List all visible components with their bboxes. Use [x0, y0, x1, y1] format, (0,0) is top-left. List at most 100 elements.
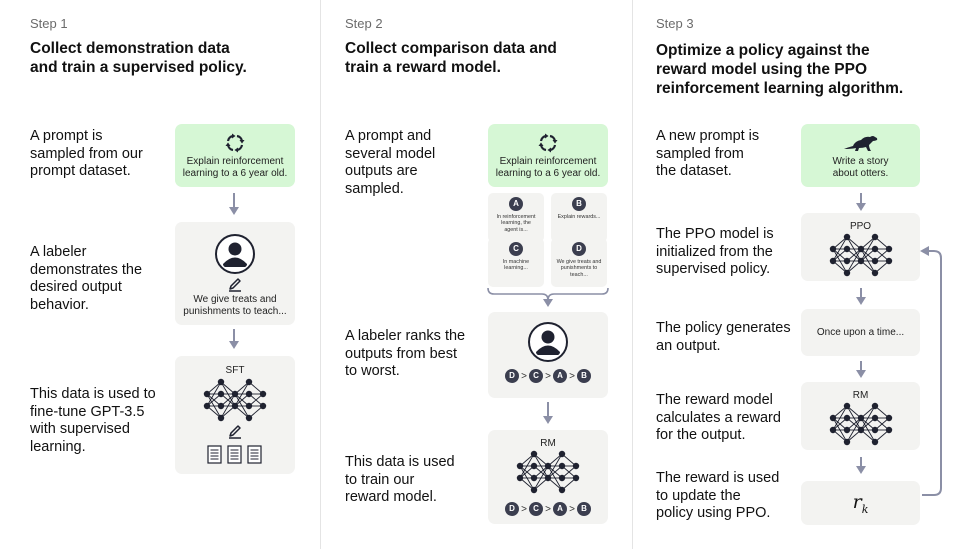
- documents-icon: [207, 445, 262, 464]
- step-1-title-line: and train a supervised policy.: [30, 59, 247, 76]
- step-2-desc-ranking: A labeler ranks the outputs from best to…: [345, 328, 465, 381]
- step-3-desc-update: The reward is used to update the policy …: [656, 470, 779, 523]
- step-3-output-box: Once upon a time...: [801, 309, 920, 356]
- arrow-head: [229, 341, 239, 349]
- output-card-c: C In machine learning...: [488, 238, 544, 287]
- desc-line: to train our: [345, 471, 415, 488]
- step-1-desc-labeler: A labeler demonstrates the desired outpu…: [30, 244, 142, 314]
- rank-item: C: [529, 502, 543, 516]
- rm-label: RM: [540, 438, 556, 449]
- person-icon: [528, 322, 568, 362]
- output-line: We give treats and: [556, 259, 602, 265]
- arrow: [860, 361, 862, 370]
- recycle-arrows-icon: [537, 132, 559, 154]
- desc-line: with supervised: [30, 421, 130, 437]
- feedback-loop-arrow: [920, 246, 942, 496]
- desc-line: A new prompt is: [656, 128, 760, 144]
- person-icon: [215, 234, 255, 274]
- desc-line: sampled from: [656, 145, 744, 162]
- pencil-icon: [228, 278, 242, 292]
- desc-line: several model: [345, 145, 436, 162]
- step-3-ppo-box: PPO: [801, 213, 920, 281]
- desc-line: to worst.: [345, 363, 400, 379]
- demo-line: We give treats and: [193, 294, 277, 305]
- desc-line: The reward is used: [656, 470, 780, 486]
- desc-line: desired output: [30, 279, 122, 295]
- step-1-sft-box: SFT: [175, 356, 295, 474]
- sft-label: SFT: [225, 365, 245, 376]
- network-icon: [203, 378, 267, 422]
- desc-line: policy using PPO.: [656, 505, 771, 521]
- rank-item: A: [553, 369, 567, 383]
- rank-item: D: [505, 369, 519, 383]
- reward-subscript: k: [861, 502, 869, 516]
- step-2-title: Collect comparison data and train a rewa…: [345, 39, 557, 77]
- output-card-b: B Explain rewards...: [551, 193, 607, 242]
- output-text: In reinforcement learning, the agent is.…: [490, 214, 542, 233]
- desc-line: sampled.: [345, 180, 404, 197]
- desc-line: The reward model: [656, 392, 773, 408]
- desc-line: fine-tune GPT-3.5: [30, 403, 145, 420]
- desc-line: A prompt is: [30, 128, 103, 144]
- arrow: [860, 193, 862, 203]
- desc-line: This data is used: [345, 454, 455, 470]
- output-card-a: A In reinforcement learning, the agent i…: [488, 193, 544, 242]
- desc-line: The PPO model is: [656, 226, 774, 242]
- network-icon: [829, 402, 893, 446]
- desc-line: The policy generates: [656, 320, 791, 336]
- step-1-label: Step 1: [30, 16, 68, 31]
- desc-line: outputs from best: [345, 345, 458, 362]
- desc-line: sampled from our: [30, 145, 143, 162]
- output-line: punishments to: [560, 265, 598, 272]
- step-3-label: Step 3: [656, 16, 694, 31]
- step-3-title-line: reinforcement learning algorithm.: [656, 80, 904, 97]
- step-1-title: Collect demonstration data and train a s…: [30, 39, 247, 77]
- desc-line: prompt dataset.: [30, 163, 131, 179]
- network-icon: [516, 450, 580, 494]
- column-divider-2: [632, 0, 633, 549]
- desc-line: learning.: [30, 438, 86, 455]
- step-2-title-line: Collect comparison data and: [345, 40, 557, 57]
- brace-connector: [487, 287, 609, 307]
- arrow: [547, 402, 549, 416]
- network-icon: [829, 233, 893, 277]
- step-2-desc-train: This data is used to train our reward mo…: [345, 454, 455, 507]
- arrow: [860, 288, 862, 297]
- step-2-ranking-box: D>C>A>B: [488, 312, 608, 398]
- output-line: In reinforcement: [496, 214, 536, 220]
- step-2-title-line: train a reward model.: [345, 59, 501, 76]
- ppo-label: PPO: [849, 221, 872, 232]
- arrow-head: [856, 370, 866, 378]
- desc-line: an output.: [656, 337, 721, 354]
- prompt-line: learning to a 6 year old.: [495, 168, 601, 179]
- pencil-icon: [228, 425, 242, 439]
- step-2-desc-prompt: A prompt and several model outputs are s…: [345, 128, 435, 198]
- step-3-desc-reward: The reward model calculates a reward for…: [656, 392, 781, 445]
- output-text: Once upon a time...: [816, 327, 905, 338]
- desc-line: the dataset.: [656, 163, 732, 179]
- rank-comparator: >: [569, 370, 575, 382]
- step-3-desc-prompt: A new prompt is sampled from the dataset…: [656, 128, 759, 181]
- desc-line: behavior.: [30, 296, 89, 313]
- step-3-desc-ppo: The PPO model is initialized from the su…: [656, 226, 774, 279]
- step-1-title-line: Collect demonstration data: [30, 40, 230, 57]
- arrow: [233, 193, 235, 207]
- output-letter: B: [572, 197, 586, 211]
- step-3-title: Optimize a policy against the reward mod…: [656, 41, 903, 98]
- ranking-row: D>C>A>B: [488, 369, 608, 383]
- rank-item: A: [553, 502, 567, 516]
- rank-item: B: [577, 502, 591, 516]
- ranking-row: D>C>A>B: [488, 502, 608, 516]
- rank-item: B: [577, 369, 591, 383]
- reward-symbol: r: [852, 491, 862, 513]
- output-letter: A: [509, 197, 523, 211]
- output-line: learning, the: [501, 220, 531, 227]
- desc-line: for the output.: [656, 427, 746, 443]
- desc-line: initialized from the: [656, 243, 773, 260]
- output-text: We give treats and punishments to teach.…: [553, 259, 605, 278]
- step-1-desc-finetune: This data is used to fine-tune GPT-3.5 w…: [30, 386, 156, 456]
- arrow-head: [229, 207, 239, 215]
- rm-label: RM: [852, 390, 869, 401]
- desc-line: This data is used to: [30, 386, 156, 402]
- output-text: In machine learning...: [490, 259, 542, 272]
